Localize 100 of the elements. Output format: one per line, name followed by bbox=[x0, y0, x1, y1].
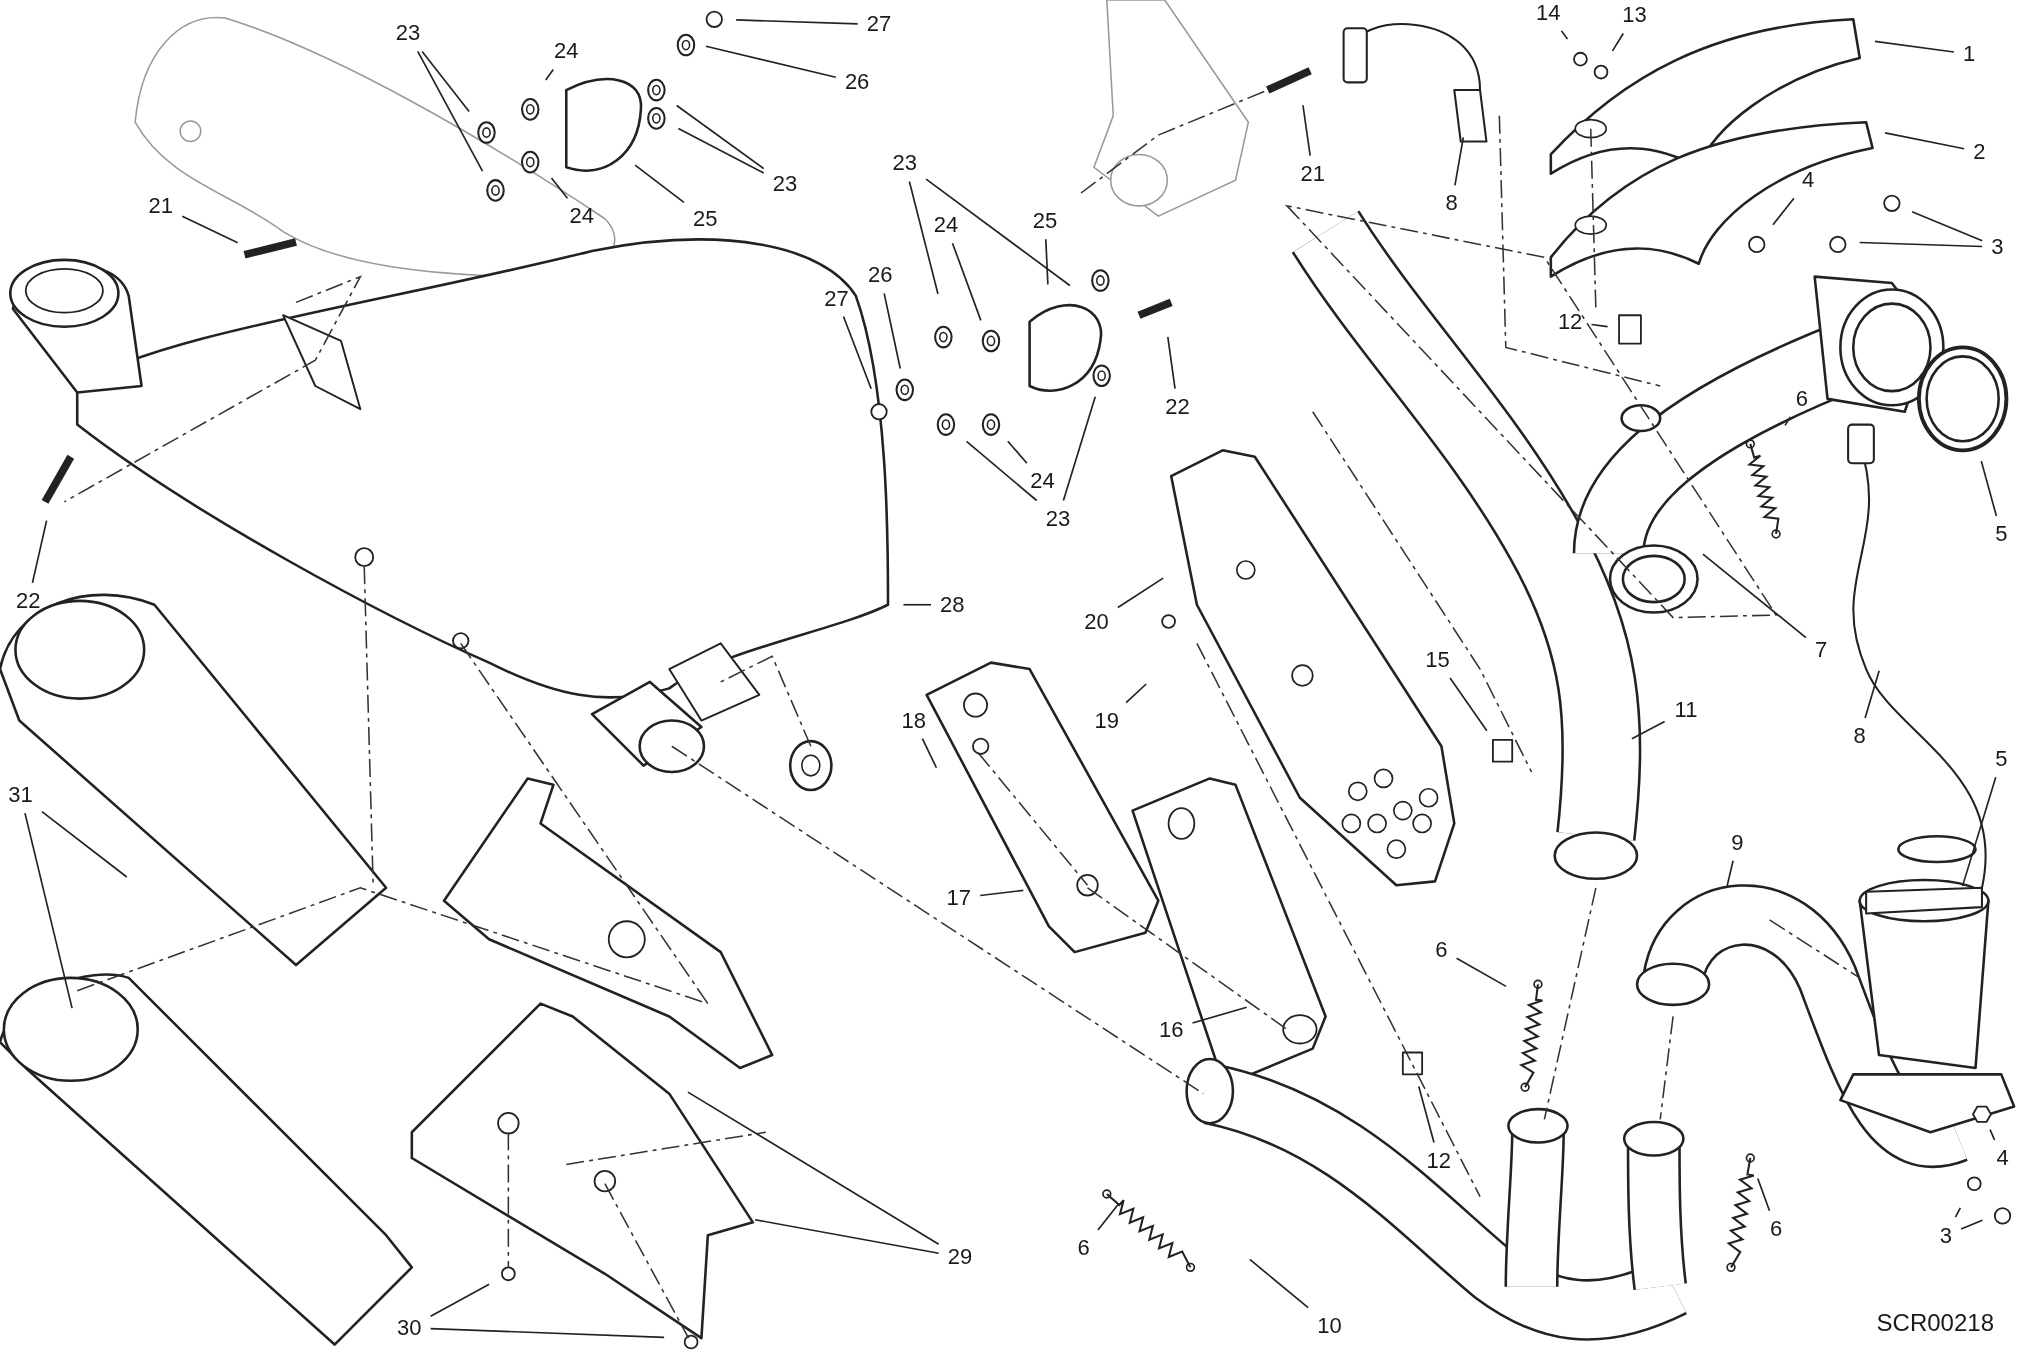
callout-number: 3 bbox=[1991, 236, 2004, 259]
leader-line bbox=[677, 127, 765, 174]
leader-line bbox=[550, 177, 569, 199]
leader-line bbox=[1874, 40, 1955, 53]
leader-line bbox=[1611, 32, 1625, 52]
callout-number: 24 bbox=[1030, 470, 1055, 493]
callout-number: 26 bbox=[844, 71, 870, 94]
leader-line bbox=[1726, 859, 1734, 887]
leader-line bbox=[675, 104, 765, 170]
callout-number: 24 bbox=[554, 40, 579, 63]
leader-line bbox=[1007, 440, 1028, 465]
callout-number: 4 bbox=[1802, 169, 1815, 192]
leader-line bbox=[1631, 720, 1666, 740]
callout-number: 17 bbox=[946, 887, 972, 910]
callout-number: 8 bbox=[1853, 725, 1866, 748]
callout-number: 6 bbox=[1795, 387, 1808, 410]
callout-number: 15 bbox=[1425, 649, 1450, 672]
leader-line bbox=[1989, 1128, 1996, 1141]
callout-number: 16 bbox=[1158, 1018, 1184, 1041]
leader-line bbox=[1864, 669, 1880, 719]
callout-number: 14 bbox=[1536, 1, 1561, 24]
callout-number: 4 bbox=[1996, 1147, 2009, 1170]
leader-line bbox=[1455, 957, 1507, 988]
leader-line bbox=[921, 737, 938, 769]
callout-number: 26 bbox=[868, 264, 893, 287]
callout-number: 5 bbox=[1995, 523, 2008, 546]
leader-line bbox=[965, 440, 1038, 502]
leader-line bbox=[705, 45, 837, 79]
leader-line bbox=[416, 50, 484, 172]
callout-number: 27 bbox=[866, 13, 892, 36]
callout-number: 19 bbox=[1094, 709, 1120, 732]
leader-line bbox=[421, 50, 470, 113]
leader-line bbox=[544, 68, 555, 81]
leader-line bbox=[1980, 460, 1998, 517]
leader-line bbox=[1044, 238, 1049, 286]
callout-number: 22 bbox=[16, 590, 41, 612]
leader-line bbox=[1125, 683, 1148, 704]
drawing-number: SCR00218 bbox=[1876, 1309, 1994, 1337]
callout-number: 20 bbox=[1084, 610, 1109, 633]
callout-number: 23 bbox=[772, 173, 798, 196]
leader-line bbox=[1248, 1258, 1309, 1309]
leader-line bbox=[41, 810, 128, 878]
callout-number: 23 bbox=[892, 152, 917, 175]
leader-line bbox=[735, 19, 859, 25]
callout-number: 2 bbox=[1973, 140, 1986, 163]
leader-line bbox=[1784, 416, 1792, 427]
leader-line bbox=[1772, 197, 1795, 226]
callout-number: 21 bbox=[1300, 162, 1325, 185]
leader-line bbox=[429, 1327, 665, 1339]
leader-line bbox=[754, 1218, 940, 1255]
callout-number: 30 bbox=[397, 1317, 422, 1340]
leader-line bbox=[1560, 30, 1569, 40]
leader-line bbox=[908, 180, 939, 295]
leader-line bbox=[687, 1091, 940, 1246]
callout-number: 6 bbox=[1769, 1218, 1783, 1241]
callout-number: 1 bbox=[1962, 43, 1976, 66]
leader-line bbox=[1062, 395, 1097, 502]
leader-line bbox=[979, 889, 1025, 897]
leader-line bbox=[1884, 132, 1966, 150]
callout-number: 11 bbox=[1674, 699, 1698, 722]
leader-line bbox=[883, 292, 902, 370]
callout-number: 23 bbox=[395, 22, 421, 45]
leader-line bbox=[634, 164, 685, 204]
leader-line bbox=[31, 519, 48, 584]
callout-number: 24 bbox=[569, 205, 594, 228]
leader-line bbox=[1954, 1207, 1962, 1219]
callout-number: 25 bbox=[1032, 210, 1058, 233]
leader-line bbox=[1454, 136, 1465, 187]
callout-number: 22 bbox=[1165, 395, 1190, 418]
callout-number: 6 bbox=[1435, 938, 1448, 961]
leader-line bbox=[1702, 553, 1807, 639]
leader-line bbox=[181, 215, 239, 244]
leader-line bbox=[1858, 241, 1984, 248]
callout-number: 21 bbox=[148, 194, 174, 217]
callout-number: 3 bbox=[1939, 1224, 1953, 1247]
leader-line bbox=[429, 1283, 490, 1318]
callout-number: 12 bbox=[1557, 310, 1583, 333]
callout-number: 25 bbox=[693, 207, 718, 230]
leader-line bbox=[1097, 1202, 1120, 1231]
callout-number: 23 bbox=[1045, 507, 1071, 530]
callout-number: 27 bbox=[824, 287, 849, 310]
leader-line bbox=[1191, 1006, 1248, 1024]
callout-number: 6 bbox=[1077, 1237, 1090, 1260]
callout-number: 12 bbox=[1426, 1149, 1452, 1172]
leader-line bbox=[902, 603, 932, 606]
callout-number: 9 bbox=[1731, 831, 1744, 854]
leader-line bbox=[1302, 104, 1311, 157]
leader-line bbox=[925, 178, 1071, 287]
leader-line bbox=[1961, 776, 1997, 887]
callout-number: 10 bbox=[1317, 1314, 1342, 1337]
leader-line bbox=[1166, 336, 1176, 390]
callout-number: 7 bbox=[1814, 638, 1828, 661]
callout-number: 18 bbox=[901, 709, 926, 732]
callout-number: 13 bbox=[1622, 4, 1647, 27]
callout-number: 5 bbox=[1995, 748, 2008, 771]
callout-number: 24 bbox=[933, 214, 959, 237]
leader-line bbox=[1117, 577, 1164, 609]
leader-line bbox=[1590, 323, 1609, 328]
leader-line bbox=[1911, 210, 1984, 242]
callout-number: 29 bbox=[947, 1246, 973, 1269]
